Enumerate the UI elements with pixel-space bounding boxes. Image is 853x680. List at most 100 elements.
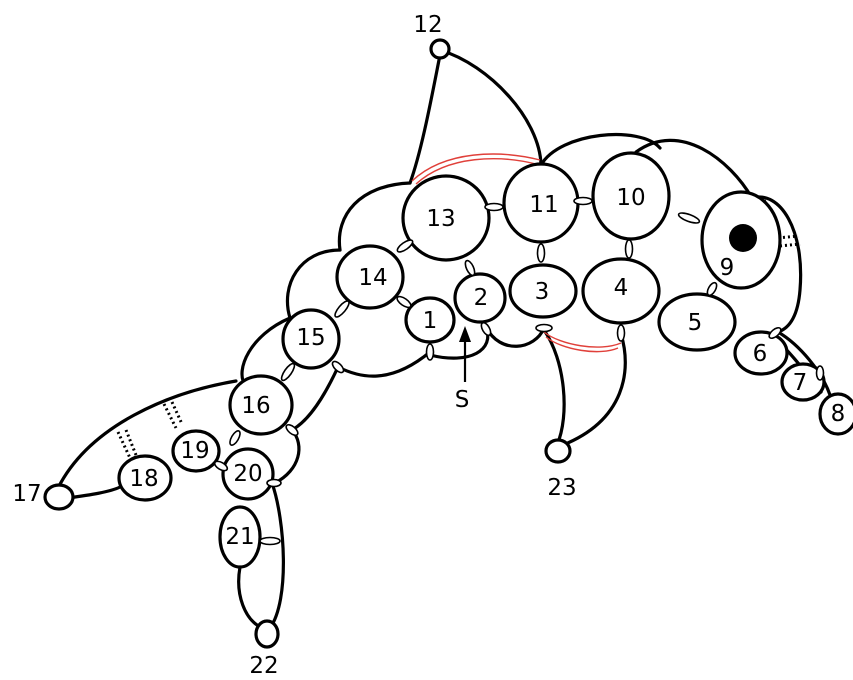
ring-6 [733,330,789,376]
join-21-chain [259,536,281,546]
ring-17 [43,483,75,511]
join-13-11 [484,202,504,212]
ring-20 [221,447,275,501]
join-11-3 [536,243,546,263]
joins [213,196,825,546]
join-4-belly [616,324,626,342]
ring-22 [254,619,280,649]
red-thread-back-1 [411,153,541,182]
chain-belly-1-15 [336,350,432,378]
chain-back-10-head [634,138,754,200]
ring-23 [544,438,572,464]
label-3: 3 [535,279,550,305]
chain-head-back [750,195,803,334]
ring-18 [117,454,173,502]
chain-back-14-15 [285,248,342,320]
ring-15 [281,308,341,370]
labels: 1 2 3 4 5 6 7 8 9 10 11 12 13 14 15 16 1… [12,12,845,679]
chain-tail-lower [66,485,122,500]
join-2-belly [480,321,492,337]
label-2: 2 [474,285,489,311]
label-6: 6 [753,341,768,367]
label-21: 21 [225,524,254,550]
label-12: 12 [413,12,442,38]
label-20: 20 [233,461,262,487]
picot-dots-head-3 [777,234,799,240]
picot-dots-tail-4 [170,401,184,425]
ring-3 [508,263,578,319]
ring-7 [780,362,826,402]
red-thread-belly-2 [545,336,619,353]
start-arrow [459,326,471,382]
join-1-belly [425,343,435,361]
label-8: 8 [831,401,846,427]
chain-belly-2-3 [484,325,546,348]
label-13: 13 [426,206,455,232]
join-6-head [768,326,782,340]
join-14-1 [396,295,412,309]
label-11: 11 [529,192,558,218]
ring-5 [657,292,737,352]
ring-13 [401,174,491,262]
join-15-16 [280,362,296,382]
rings [43,38,853,649]
chain-dorsal-fin-right [438,48,543,167]
chain-back-11-10 [539,132,662,167]
join-15-belly [331,360,345,374]
chain-dorsal-fin-left [408,53,442,185]
label-16: 16 [241,393,270,419]
chain-tail-upper [56,379,238,490]
eye-bead [729,224,757,252]
chain-fluke-left [237,565,264,630]
chain-16-20 [273,428,301,485]
label-9: 9 [720,255,735,281]
label-17: 17 [12,481,41,507]
join-13-2 [464,259,476,277]
join-10-9 [677,212,701,224]
label-4: 4 [614,275,629,301]
red-thread-back-2 [415,158,537,185]
ring-2 [453,272,507,324]
ring-10 [591,151,671,241]
join-3-belly [535,323,553,333]
picot-dots-head-4 [779,242,801,248]
red-thread-lines [411,153,622,353]
ring-4 [581,257,661,325]
label-19: 19 [180,438,209,464]
join-7-nose [815,365,825,381]
join-13-14 [396,239,414,253]
ring-19 [171,429,221,473]
label-15: 15 [296,325,325,351]
chain-front-fin-right [561,332,627,447]
join-20-chain [266,478,282,488]
label-1: 1 [423,308,438,334]
ring-21 [218,505,262,569]
label-18: 18 [129,466,158,492]
join-11-10 [573,196,593,206]
red-thread-belly-1 [543,331,622,348]
chain-nose-upper [776,330,832,397]
ring-8 [818,392,853,436]
chain-front-fin-left [542,328,566,447]
ring-12 [429,38,451,60]
label-5: 5 [688,310,703,336]
join-16-chain [285,423,299,437]
chain-back-13-14 [337,181,412,252]
label-23: 23 [547,475,576,501]
chain-15-16-lower [290,365,340,432]
ring-16 [228,374,294,436]
label-10: 10 [616,185,645,211]
chain-fluke-right [268,481,285,630]
join-9-5 [706,281,718,297]
join-14-15 [334,300,350,318]
join-10-4 [624,239,634,259]
ring-14 [335,244,405,310]
join-19-20 [213,460,229,472]
label-start: S [455,387,470,413]
join-16-19 [229,430,241,446]
label-22: 22 [249,653,278,679]
ring-1 [404,296,456,344]
label-14: 14 [358,265,387,291]
